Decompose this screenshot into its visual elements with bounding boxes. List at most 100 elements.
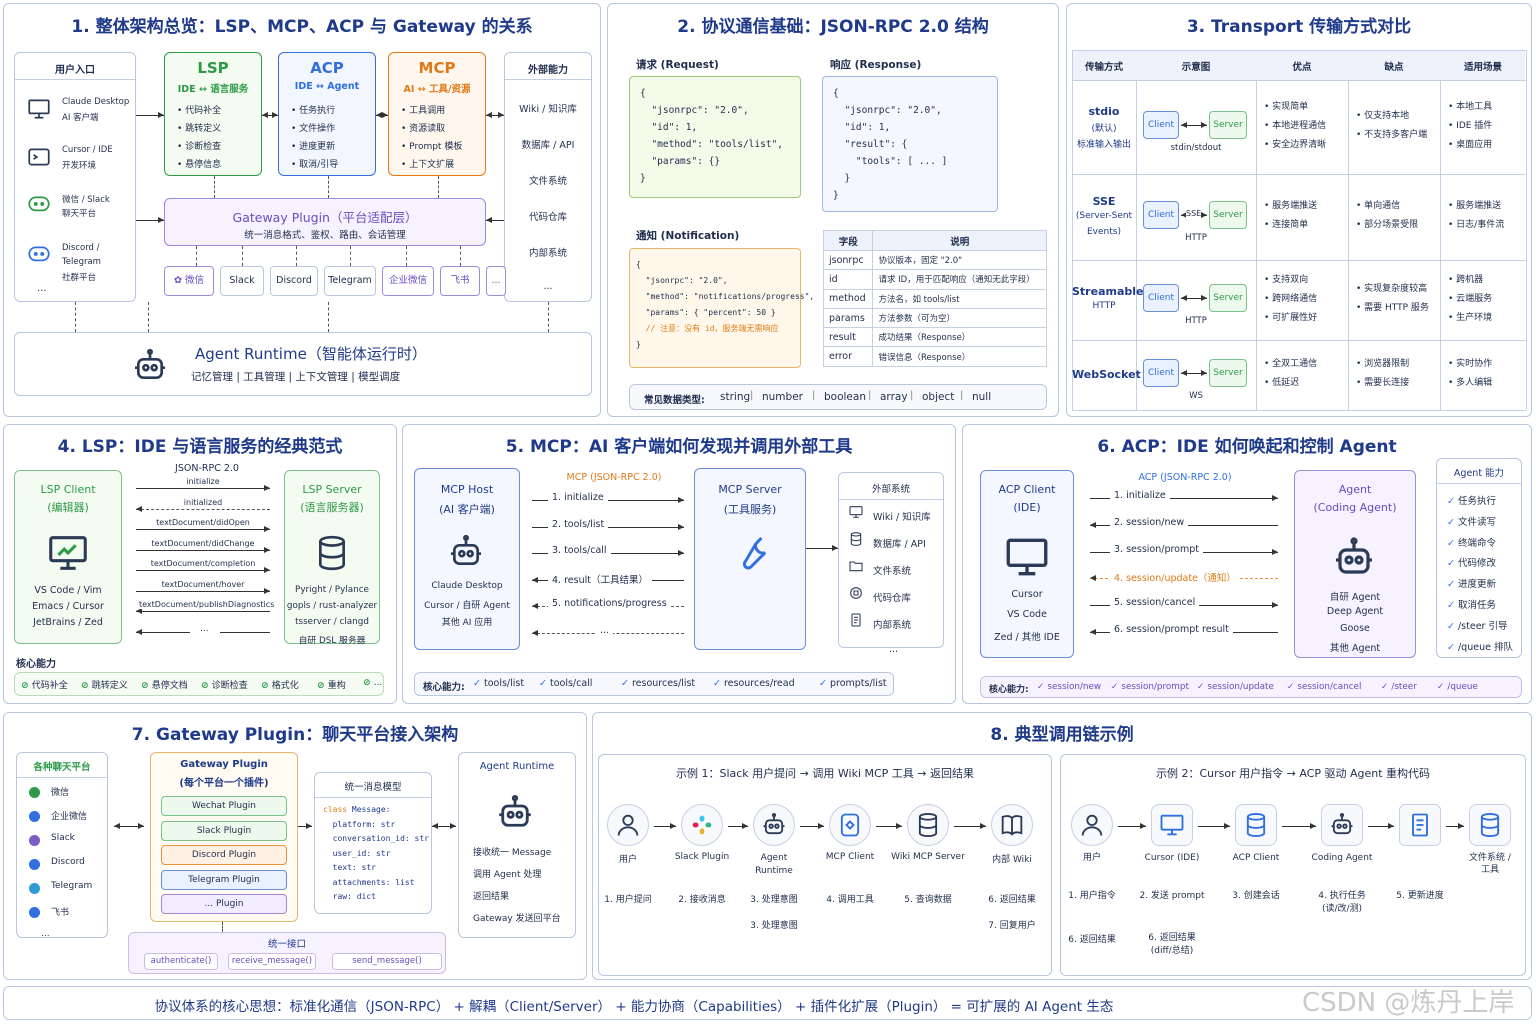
section-3-title: 3. Transport 传输方式对比 <box>1186 17 1412 37</box>
mcp-message: 3. tools/call <box>548 545 611 556</box>
platform-plugin-chip[interactable]: ✿ 微信 <box>164 266 214 296</box>
wiki-icon <box>848 504 864 520</box>
transport-pros: • 可扩展性好 <box>1264 312 1318 323</box>
separator: | <box>910 390 914 401</box>
transport-name: 标准输入输出 <box>1076 139 1131 150</box>
transport-pros: • 本地进程通信 <box>1264 120 1327 131</box>
chain-node-bg <box>1399 804 1441 846</box>
chain-node-label: ACP Client <box>1232 853 1280 863</box>
transport-pros: • 服务端推送 <box>1264 201 1318 211</box>
lsp-server-item: gopls / rust-analyzer <box>286 601 378 611</box>
example-2-title: 示例 2：Cursor 用户指令 → ACP 驱动 Agent 重构代码 <box>1155 767 1431 780</box>
arrow-head <box>1181 370 1187 376</box>
transport-pros: • 跨网络通信 <box>1264 293 1318 304</box>
client-node: Client <box>1143 359 1179 387</box>
platform-plugin-chip[interactable]: 飞书 <box>440 266 480 296</box>
core-capability: ✓resources/read <box>713 678 795 689</box>
response-code: { "jsonrpc": "2.0", "id": 1, "result": {… <box>822 76 998 212</box>
chain-node-label: 用户 <box>1082 853 1101 863</box>
lsp-client-item: Emacs / Cursor <box>32 601 104 612</box>
chain-step: 3. 处理意图 <box>750 895 798 905</box>
protocol-label: ACP (JSON-RPC 2.0) <box>1138 472 1232 483</box>
transport-medium: stdin/stdout <box>1170 143 1222 153</box>
platform-plugin-chip[interactable]: 企业微信 <box>382 266 434 296</box>
client-node: Client <box>1143 111 1179 139</box>
external-item: Wiki / 知识库 <box>519 104 577 115</box>
response-label: 响应 (Response) <box>830 59 922 71</box>
transport-cons: • 实现复杂度较高 <box>1356 284 1428 294</box>
platform-plugin-chip[interactable]: Discord <box>270 266 318 296</box>
arrow-head <box>1090 629 1096 635</box>
arrow-head <box>264 485 270 491</box>
monitor-icon <box>40 530 96 576</box>
message-model-title: 统一消息模型 <box>344 782 402 793</box>
agent-ability: ✓/queue 排队 <box>1447 641 1513 653</box>
arrow-head <box>1388 823 1394 829</box>
connector-arrow <box>1368 826 1394 827</box>
transport-cons: • 单向通信 <box>1356 201 1401 211</box>
arrow-head <box>1140 823 1146 829</box>
transport-cons: • 需要长连接 <box>1356 378 1410 388</box>
connector-arrow <box>298 826 312 827</box>
section-7-title: 7. Gateway Plugin：聊天平台接入架构 <box>131 725 459 745</box>
connector-arrow <box>548 302 549 332</box>
agent-abilities-title: Agent 能力 <box>1453 468 1505 479</box>
arrow-head <box>1224 823 1230 829</box>
ide-icon <box>26 144 52 170</box>
arrow-head <box>742 823 748 829</box>
arrow-head <box>450 823 456 829</box>
arrow-head <box>158 112 164 118</box>
transport-use: • 服务端推送 <box>1448 201 1502 211</box>
agent-ability: ✓进度更新 <box>1447 579 1496 591</box>
connector-arrow <box>328 302 329 332</box>
transport-pros: • 低延迟 <box>1264 378 1300 388</box>
mcp-capability: • 工具调用 <box>401 106 446 116</box>
arrow-head <box>264 546 270 553</box>
mcp-capability: • Prompt 模板 <box>401 142 463 152</box>
acp-message: 5. session/cancel <box>1110 597 1200 609</box>
platform-plugin-chip[interactable]: Slack <box>220 266 264 296</box>
connector-arrow <box>296 246 297 266</box>
section-8-title: 8. 典型调用链示例 <box>990 725 1134 745</box>
divider <box>1437 483 1521 484</box>
connector-arrow <box>406 246 407 266</box>
data-type: null <box>972 391 992 403</box>
transport-use: • 跨机器 <box>1448 274 1484 285</box>
lsp-client-title: LSP Client <box>40 483 96 496</box>
gateway-plugins-title: Gateway Plugin <box>180 759 268 770</box>
chain-step: 1. 用户提问 <box>604 895 652 905</box>
mcp-subtitle: AI ↔ 工具/资源 <box>403 84 471 95</box>
core-idea-footer: 协议体系的核心思想：标准化通信（JSON-RPC） + 解耦（Client/Se… <box>154 999 1114 1015</box>
chain-node-label: 文件系统 / 工具 <box>1469 853 1511 875</box>
lsp-message: textDocument/completion <box>136 559 270 568</box>
server-node: Server <box>1209 284 1247 312</box>
lsp-server-item: 自研 DSL 服务器 <box>298 636 366 646</box>
external-system-item: 内部系统 <box>873 620 912 631</box>
platform-plugin-chip[interactable]: Telegram <box>324 266 376 296</box>
lsp-client-item: JetBrains / Zed <box>33 617 103 628</box>
arrow-head <box>1201 122 1207 128</box>
transport-cons: • 需要 HTTP 服务 <box>1356 303 1429 313</box>
chain-step: 7. 回复用户 <box>988 921 1036 931</box>
mcp-message: 2. tools/list <box>548 518 609 530</box>
agent-ability: ✓/steer 引导 <box>1447 620 1508 632</box>
arrow-head <box>264 587 270 594</box>
agent-title: Agent <box>1338 483 1372 496</box>
agent-ability: ✓文件读写 <box>1447 516 1496 528</box>
client-node: Client <box>1143 201 1179 229</box>
table-header-cell: 示意图 <box>1181 62 1211 73</box>
grid-line <box>1072 340 1526 341</box>
arrow-head <box>382 112 388 118</box>
chain-step: 3. 创建会话 <box>1232 891 1280 901</box>
desktop-icon <box>26 96 52 122</box>
connector-arrow <box>954 826 986 827</box>
connector-arrow <box>876 826 902 827</box>
transport-use: • 桌面应用 <box>1448 139 1493 150</box>
chat-platform-item: Telegram <box>51 881 93 891</box>
transport-name: (默认) <box>1091 123 1117 134</box>
connector-arrow <box>220 631 270 633</box>
platform-plugin-chip[interactable]: ... <box>486 266 506 296</box>
database-icon <box>312 530 352 576</box>
